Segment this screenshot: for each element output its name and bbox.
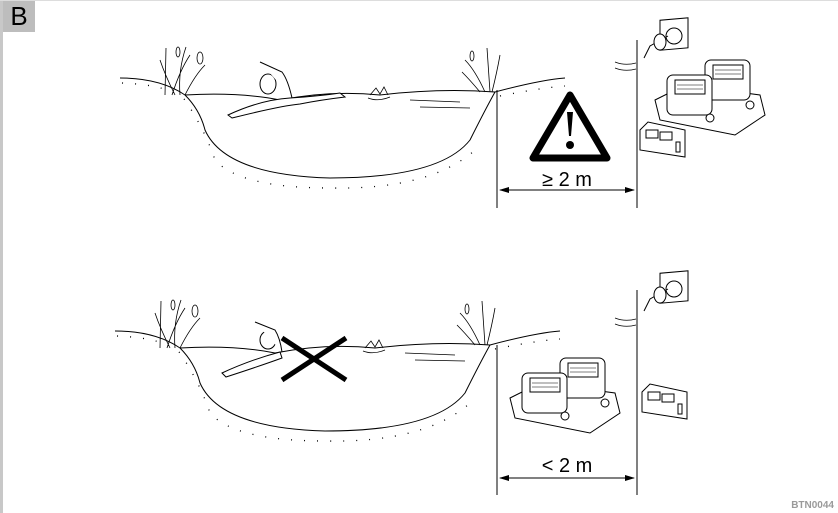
- control-box: [641, 383, 688, 420]
- swimmer-figure: [227, 61, 347, 119]
- left-border: [0, 0, 3, 513]
- distance-label: < 2 m: [542, 455, 593, 477]
- cross-mark-icon: [280, 335, 348, 383]
- control-box: [639, 121, 686, 158]
- distance-label: ≥ 2 m: [542, 169, 592, 191]
- scene-unsafe-distance: < 2 m: [114, 270, 689, 495]
- warning-triangle-icon: [529, 91, 611, 162]
- swimmer-figure: [221, 321, 283, 378]
- top-border: [0, 0, 838, 1]
- pond-device: [654, 59, 766, 136]
- scene-safe-distance: ≥ 2 m: [119, 17, 766, 208]
- pond-with-swimmer: [114, 299, 561, 442]
- panel-label: B: [3, 1, 35, 32]
- power-outlet-icon: [643, 270, 689, 312]
- pond-with-swimmer: [119, 46, 566, 189]
- power-outlet-icon: [643, 17, 689, 59]
- pond-device: [509, 357, 621, 434]
- figure-code: BTN0044: [791, 500, 834, 511]
